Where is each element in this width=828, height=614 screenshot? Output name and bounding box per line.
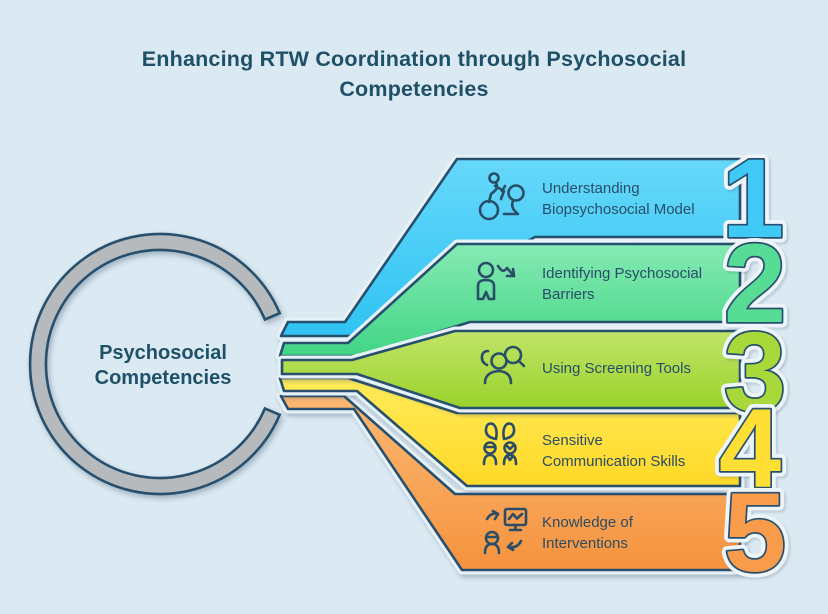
center-label-line1: Psychosocial <box>99 342 227 364</box>
svg-text:2: 2 <box>724 221 786 346</box>
person-chart-cycle-icon <box>483 507 528 555</box>
step-number-1: 1 1 <box>716 131 789 267</box>
step-4-label-line1: Sensitive <box>542 432 603 449</box>
step-number-2: 2 2 <box>718 216 791 352</box>
step-labels: Understanding Biopsychosocial Model Iden… <box>542 180 702 552</box>
step-1-label-line2: Biopsychosocial Model <box>542 201 695 218</box>
svg-text:5: 5 <box>724 470 786 595</box>
step-ribbon-4 <box>275 373 745 491</box>
step-5-label-line1: Knowledge of <box>542 514 634 531</box>
step-number-5: 5 5 <box>718 465 791 601</box>
step-1-label-line1: Understanding <box>542 180 640 197</box>
step-3-label-line1: Using Screening Tools <box>542 360 691 377</box>
step-ribbon-5 <box>276 391 745 575</box>
step-number-4: 4 4 <box>713 381 786 517</box>
center-ring-shape <box>28 232 282 496</box>
svg-text:4: 4 <box>719 386 781 511</box>
svg-text:2: 2 <box>724 221 786 346</box>
svg-text:3: 3 <box>724 309 786 434</box>
svg-text:1: 1 <box>722 136 784 261</box>
person-magnifier-icon <box>480 345 526 385</box>
cyclist-with-person-icon <box>478 172 525 221</box>
step-2-label-line2: Barriers <box>542 286 595 303</box>
center-ring <box>28 232 282 496</box>
page-title-text: Enhancing RTW Coordination through Psych… <box>141 47 687 101</box>
center-label-line2: Competencies <box>95 367 232 389</box>
two-people-conversation-icon <box>482 422 518 466</box>
step-5-label-line2: Interventions <box>542 535 628 552</box>
svg-text:4: 4 <box>719 386 781 511</box>
svg-text:1: 1 <box>722 136 784 261</box>
step-4-label-line2: Communication Skills <box>542 453 685 470</box>
svg-text:3: 3 <box>724 309 786 434</box>
step-ribbon-3 <box>277 326 745 413</box>
step-2-label-line1: Identifying Psychosocial <box>542 265 702 282</box>
step-number-3: 3 3 <box>718 304 791 440</box>
page-title: Enhancing RTW Coordination through Psych… <box>0 44 828 104</box>
person-declining-arrow-icon <box>476 261 516 301</box>
svg-text:5: 5 <box>724 470 786 595</box>
